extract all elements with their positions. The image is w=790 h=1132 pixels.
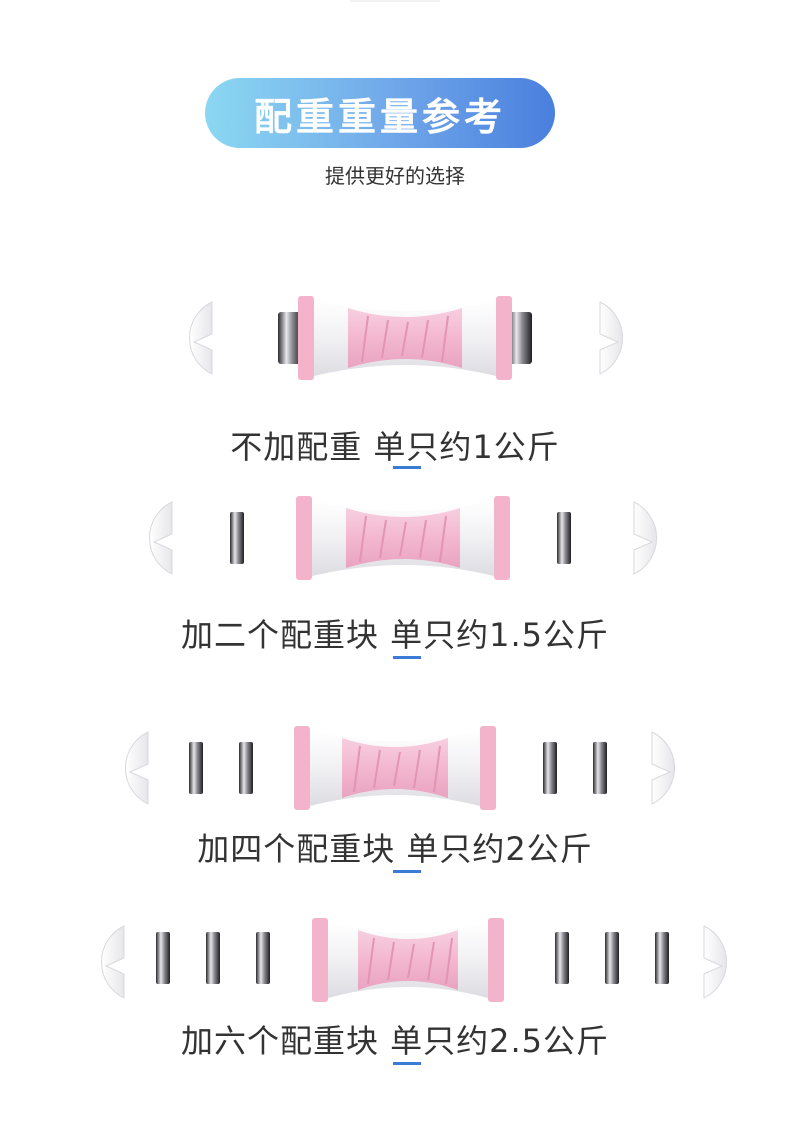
option-caption: 加四个配重块 单只约2公斤 [197,830,593,868]
weight-plate-icon [239,742,253,794]
option-row-3: 加四个配重块 单只约2公斤 [0,720,790,890]
end-cap-left-icon [189,301,213,375]
dumbbell-bar [278,296,532,380]
option-row-4: 加六个配重块 单只约2.5公斤 [0,910,790,1080]
end-cap-left-icon [149,501,173,575]
weight-plate-icon [555,932,569,984]
top-divider [350,0,440,2]
dumbbell-bar [296,496,510,580]
weight-plate-icon [593,742,607,794]
weight-plate-icon [189,742,203,794]
end-cap-right-icon [633,501,657,575]
end-cap-right-icon [599,301,623,375]
option-row-1: 不加配重 单只约1公斤 [0,290,790,469]
weight-plate-icon [230,512,244,564]
caption-underline [393,466,421,469]
dumbbell-bar [312,918,504,1002]
option-caption: 不加配重 单只约1公斤 [230,428,560,466]
weight-plate-icon [605,932,619,984]
dumbbell-bar [294,726,496,810]
weight-plate-icon [156,932,170,984]
end-cap-right-icon [651,731,675,805]
option-caption: 加六个配重块 单只约2.5公斤 [180,1022,610,1060]
weight-plate-icon [206,932,220,984]
weight-plate-icon [256,932,270,984]
option-row-2: 加二个配重块 单只约1.5公斤 [0,490,790,660]
weight-plate-icon [655,932,669,984]
end-cap-right-icon [703,925,727,999]
caption-underline [393,1062,421,1065]
caption-underline [393,870,421,873]
weight-plate-icon [557,512,571,564]
caption-underline [393,656,421,659]
end-cap-left-icon [101,925,125,999]
option-caption: 加二个配重块 单只约1.5公斤 [180,616,610,654]
page-title: 配重重量参考 [205,78,555,148]
page-subtitle: 提供更好的选择 [325,164,465,188]
weight-plate-icon [543,742,557,794]
end-cap-left-icon [125,731,149,805]
